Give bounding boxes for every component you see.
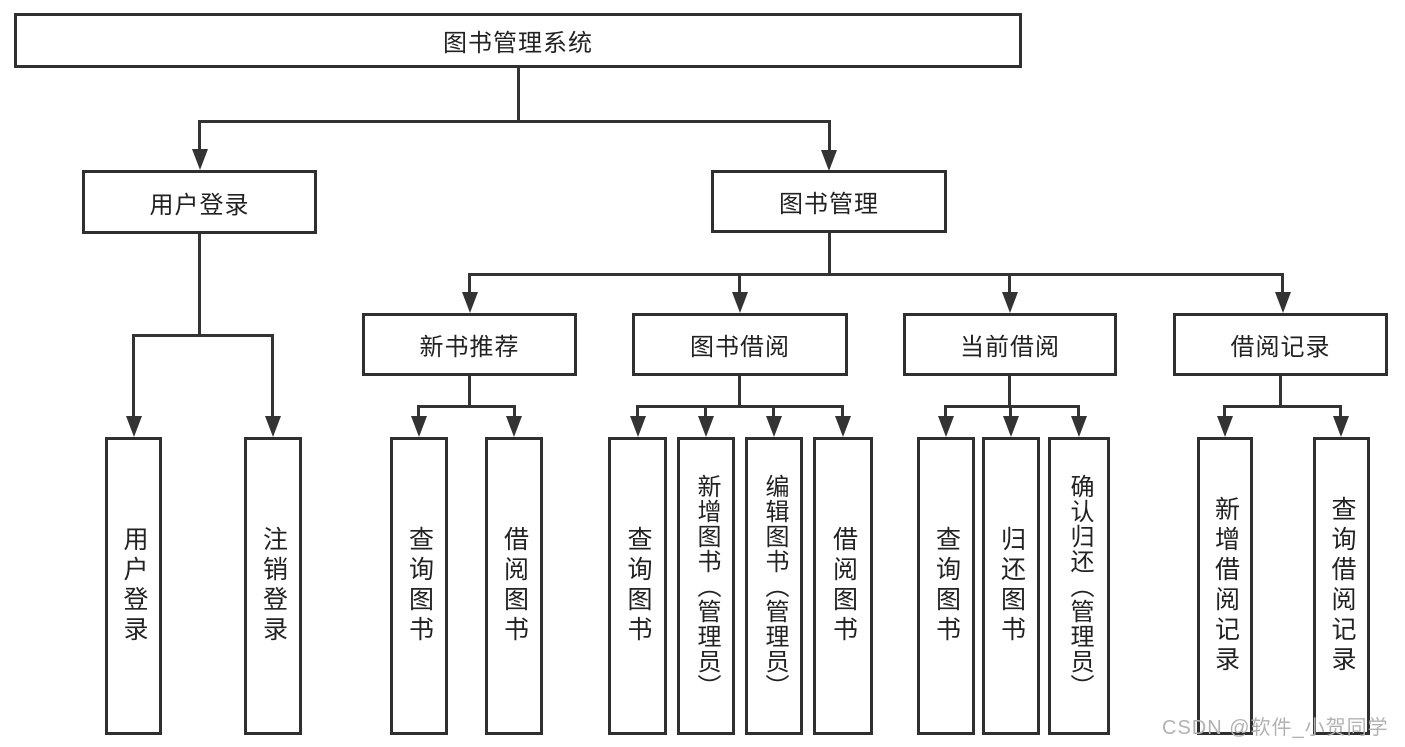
node-new-book-recommend: 新书推荐 xyxy=(362,313,577,376)
leaf-logout: 注销登录 xyxy=(244,437,302,735)
connector-line xyxy=(704,405,707,418)
node-user-login: 用户登录 xyxy=(82,170,317,234)
connector-line xyxy=(1009,405,1012,418)
leaf-label: 借阅图书 xyxy=(500,526,529,646)
arrow-down-icon xyxy=(732,292,748,313)
leaf-label: 查询图书 xyxy=(932,526,961,646)
leaf-label: 确认归还（管理员） xyxy=(1066,473,1093,699)
node-label: 图书管理 xyxy=(779,191,879,218)
node-label: 图书借阅 xyxy=(690,334,790,361)
connector-line xyxy=(132,334,135,416)
arrow-down-icon xyxy=(938,416,954,437)
csdn-watermark: CSDN @软件_小贺同学 xyxy=(1162,717,1389,739)
arrow-down-icon xyxy=(126,416,142,437)
leaf-label: 新增借阅记录 xyxy=(1211,496,1240,676)
connector-line xyxy=(636,405,639,418)
connector-line xyxy=(198,120,201,150)
connector-line xyxy=(841,405,844,418)
connector-line xyxy=(468,376,471,405)
node-book-management: 图书管理 xyxy=(711,170,947,233)
node-label: 图书管理系统 xyxy=(443,30,593,57)
connector-line xyxy=(517,68,520,120)
leaf-user-login: 用户登录 xyxy=(105,437,162,735)
connector-line xyxy=(1008,376,1011,405)
arrow-down-icon xyxy=(1071,416,1087,437)
leaf-label: 归还图书 xyxy=(997,526,1026,646)
connector-line xyxy=(1077,405,1080,418)
arrow-down-icon xyxy=(192,149,208,170)
connector-line xyxy=(944,405,947,418)
connector-line xyxy=(1339,405,1342,418)
node-label: 用户登录 xyxy=(149,191,250,219)
arrow-down-icon xyxy=(462,292,478,313)
node-borrow-records: 借阅记录 xyxy=(1173,313,1388,376)
leaf-return-books: 归还图书 xyxy=(982,437,1040,735)
node-library-management-system: 图书管理系统 xyxy=(14,13,1022,68)
connector-line xyxy=(772,405,775,418)
leaf-label: 编辑图书（管理员） xyxy=(761,473,788,699)
connector-line xyxy=(271,334,274,416)
connector-line xyxy=(828,120,831,150)
leaf-label: 新增图书（管理员） xyxy=(693,473,720,699)
leaf-query-books-2: 查询图书 xyxy=(608,437,667,735)
connector-line xyxy=(468,273,1284,276)
connector-line xyxy=(132,334,274,337)
arrow-down-icon xyxy=(835,416,851,437)
arrow-down-icon xyxy=(630,416,646,437)
leaf-label: 注销登录 xyxy=(259,526,288,646)
arrow-down-icon xyxy=(411,416,427,437)
arrow-down-icon xyxy=(265,416,281,437)
node-label: 新书推荐 xyxy=(419,334,520,361)
connector-line xyxy=(944,405,1080,408)
connector-line xyxy=(417,405,420,418)
leaf-label: 查询图书 xyxy=(405,526,434,646)
connector-line xyxy=(636,405,844,408)
leaf-borrow-books-2: 借阅图书 xyxy=(813,437,873,735)
leaf-query-books-1: 查询图书 xyxy=(390,437,448,735)
connector-line xyxy=(468,273,471,293)
leaf-query-borrow-record: 查询借阅记录 xyxy=(1313,437,1370,735)
arrow-down-icon xyxy=(1003,416,1019,437)
arrow-down-icon xyxy=(506,416,522,437)
arrow-down-icon xyxy=(1275,292,1291,313)
arrow-down-icon xyxy=(1333,416,1349,437)
arrow-down-icon xyxy=(766,416,782,437)
leaf-add-books-admin: 新增图书（管理员） xyxy=(677,437,735,735)
leaf-label: 用户登录 xyxy=(120,526,148,646)
connector-line xyxy=(1281,273,1284,293)
connector-line xyxy=(828,233,831,273)
arrow-down-icon xyxy=(1217,416,1233,437)
connector-line xyxy=(198,120,831,123)
connector-line xyxy=(198,233,201,334)
arrow-down-icon xyxy=(821,150,837,171)
connector-line xyxy=(738,376,741,405)
node-book-borrow: 图书借阅 xyxy=(632,313,848,376)
node-label: 当前借阅 xyxy=(960,334,1060,361)
connector-line xyxy=(738,273,741,293)
connector-line xyxy=(513,405,516,418)
node-label: 借阅记录 xyxy=(1230,334,1331,361)
connector-line xyxy=(1279,376,1282,405)
leaf-add-borrow-record: 新增借阅记录 xyxy=(1197,437,1253,735)
leaf-query-books-3: 查询图书 xyxy=(917,437,975,735)
node-current-borrow: 当前借阅 xyxy=(903,313,1117,376)
leaf-borrow-books-1: 借阅图书 xyxy=(485,437,543,735)
connector-line xyxy=(1223,405,1342,408)
connector-line xyxy=(1223,405,1226,418)
leaf-edit-books-admin: 编辑图书（管理员） xyxy=(745,437,803,735)
leaf-label: 查询借阅记录 xyxy=(1328,496,1356,676)
connector-line xyxy=(1008,273,1011,293)
arrow-down-icon xyxy=(1002,292,1018,313)
connector-line xyxy=(417,405,516,408)
leaf-label: 借阅图书 xyxy=(829,526,858,646)
leaf-confirm-return-admin: 确认归还（管理员） xyxy=(1048,437,1110,735)
arrow-down-icon xyxy=(698,416,714,437)
leaf-label: 查询图书 xyxy=(624,526,652,646)
